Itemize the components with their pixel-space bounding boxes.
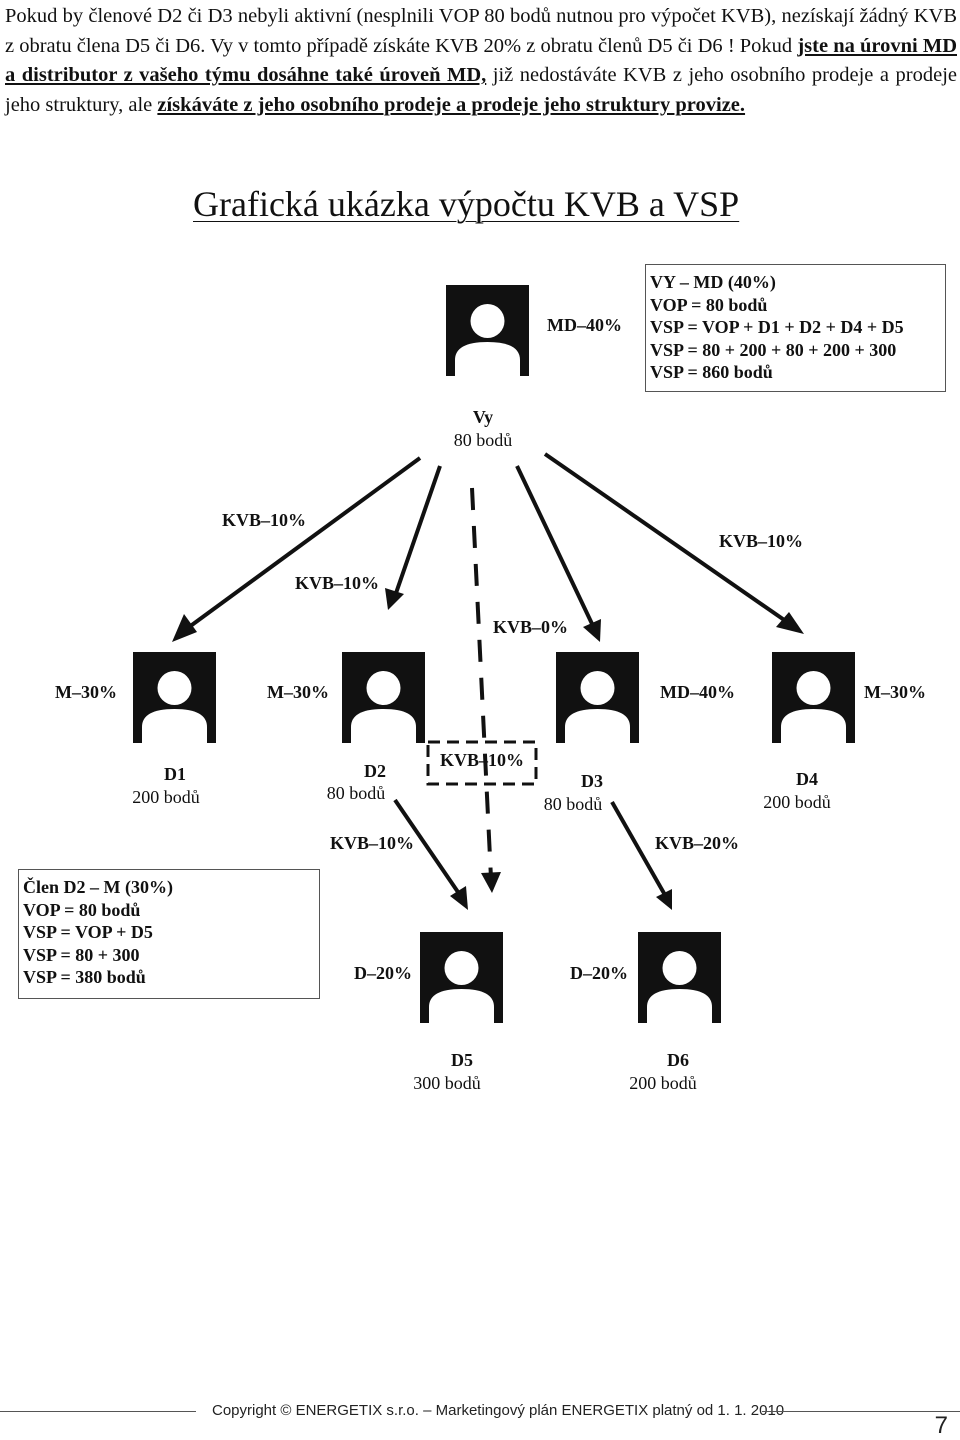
- box-line: VSP = 80 + 200 + 80 + 200 + 300: [650, 339, 897, 360]
- node-points-d2: 80 bodů: [326, 783, 386, 803]
- edge-label-vy-d3: KVB–0%: [493, 617, 569, 637]
- node-name-d2: D2: [364, 761, 386, 781]
- arrow-vy-d5-dashed: [470, 487, 493, 879]
- edge-label-vy-d4: KVB–10%: [719, 531, 804, 551]
- footer-rule-right: [762, 1411, 960, 1412]
- person-icon: [446, 285, 529, 376]
- arrowhead-vy-d4: [776, 612, 804, 634]
- level-d5: D–20%: [354, 963, 412, 983]
- arrow-vy-d3: [515, 465, 596, 629]
- node-name-d3: D3: [581, 771, 603, 791]
- arrowhead-vy-d3: [583, 619, 601, 642]
- node-name-d1: D1: [164, 764, 186, 784]
- footer-rule-left: [0, 1411, 196, 1412]
- box-line: VSP = VOP + D1 + D2 + D4 + D5: [650, 317, 904, 337]
- level-d1: M–30%: [55, 682, 117, 702]
- person-icon: [133, 652, 216, 743]
- diagram-title: Grafická ukázka výpočtu KVB a VSP: [193, 184, 740, 224]
- intro-paragraph: Pokud by členové D2 či D3 nebyli aktivní…: [5, 2, 957, 120]
- person-icon: [772, 652, 855, 743]
- avatar-d6: [638, 932, 721, 1028]
- node-points-d1: 200 bodů: [132, 787, 200, 807]
- level-d4: M–30%: [864, 682, 926, 702]
- avatar-d5: [420, 932, 503, 1028]
- box-line: VSP = 860 bodů: [650, 362, 773, 382]
- arrowhead-vy-d2: [385, 588, 404, 610]
- arrow-vy-d2: [393, 465, 442, 597]
- level-d6: D–20%: [570, 963, 628, 983]
- node-points-d4: 200 bodů: [763, 792, 831, 812]
- node-name-d6: D6: [667, 1050, 689, 1070]
- node-name-d5: D5: [451, 1050, 473, 1070]
- box-line: VOP = 80 bodů: [650, 294, 768, 315]
- arrowhead-d2-d5: [450, 886, 468, 910]
- box-line: VSP = VOP + D5: [23, 922, 153, 942]
- level-d2: M–30%: [267, 682, 329, 702]
- level-d3: MD–40%: [660, 682, 735, 702]
- d2-summary-box: Člen D2 – M (30%) VOP = 80 bodů VSP = VO…: [18, 869, 320, 999]
- avatar-d4: [772, 652, 855, 748]
- intro-emphasis-1: jste na úrovni MD a distributor z vašeho…: [5, 34, 957, 87]
- edge-label-vy-d1: KVB–10%: [222, 510, 307, 530]
- box-line: VSP = 380 bodů: [23, 967, 146, 987]
- vy-summary-box: VY – MD (40%) VOP = 80 bodů VSP = VOP + …: [645, 264, 946, 392]
- footer-copyright: Copyright © ENERGETIX s.r.o. – Marketing…: [212, 1402, 785, 1419]
- level-vy: MD–40%: [547, 315, 622, 335]
- person-icon: [420, 932, 503, 1023]
- avatar-d2: [342, 652, 425, 748]
- page-number: 7: [934, 1412, 948, 1439]
- box-line: VY – MD (40%): [650, 272, 776, 292]
- node-name-d4: D4: [796, 769, 818, 789]
- node-name-vy: Vy: [472, 407, 494, 427]
- intro-text-1: Pokud by členové D2 či D3 nebyli aktivní…: [5, 5, 957, 57]
- node-points-d3: 80 bodů: [543, 794, 603, 814]
- avatar-d1: [133, 652, 216, 748]
- intro-text-2: již nedostáváte KVB z jeho osobního prod…: [5, 64, 957, 116]
- box-line: VOP = 80 bodů: [23, 899, 141, 920]
- person-icon: [556, 652, 639, 743]
- node-points-d5: 300 bodů: [413, 1073, 481, 1093]
- arrow-vy-d1: [183, 456, 422, 632]
- person-icon: [342, 652, 425, 743]
- intro-emphasis-2: získáváte z jeho osobního prodeje a prod…: [157, 93, 746, 116]
- arrowhead-vy-d1: [172, 614, 197, 642]
- box-line: VSP = 80 + 300: [23, 944, 140, 965]
- arrowhead-vy-d5-dashed: [481, 872, 501, 893]
- avatar-vy: [446, 285, 529, 381]
- edge-label-d2-d5: KVB–10%: [330, 833, 415, 853]
- node-points-vy: 80 bodů: [453, 430, 513, 450]
- node-points-d6: 200 bodů: [629, 1073, 697, 1093]
- arrow-d3-d6: [610, 801, 667, 896]
- avatar-d3: [556, 652, 639, 748]
- person-icon: [638, 932, 721, 1023]
- edge-label-vy-d2: KVB–10%: [295, 573, 380, 593]
- arrow-vy-d4: [543, 452, 792, 626]
- box-line: Člen D2 – M (30%): [23, 877, 173, 897]
- edge-label-d3-d6: KVB–20%: [655, 833, 740, 853]
- arrow-d2-d5: [393, 798, 462, 897]
- arrowhead-d3-d6: [656, 889, 672, 910]
- edge-label-dashed: KVB–10%: [440, 750, 525, 770]
